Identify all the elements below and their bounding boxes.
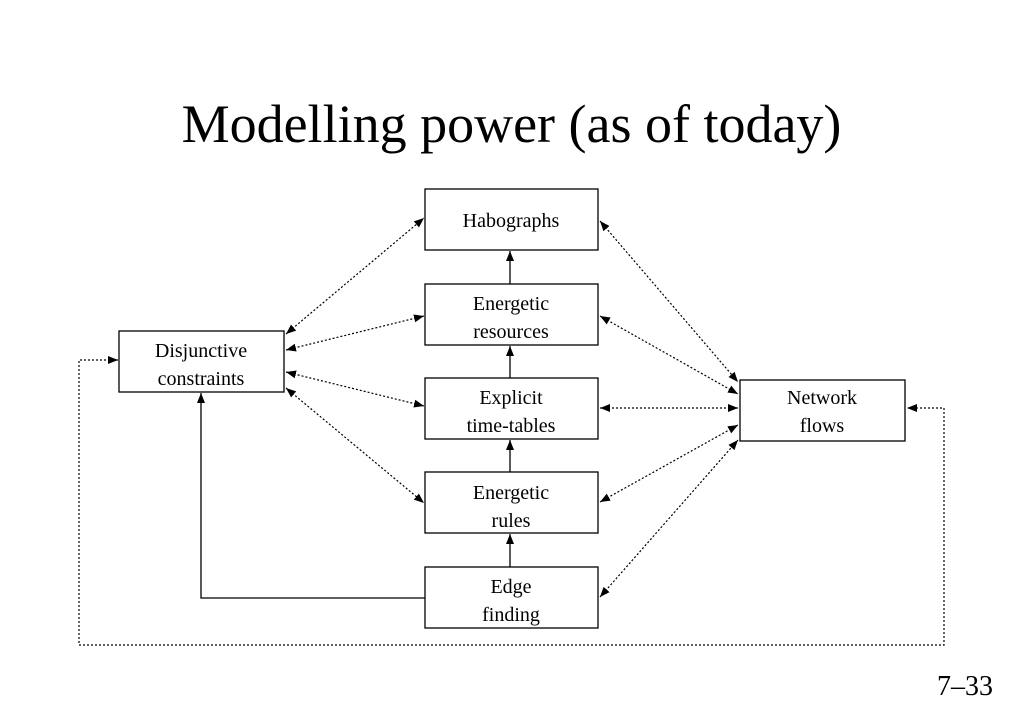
link-energetic-resources-network-flows	[599, 315, 739, 395]
node-edge-finding-label-2: finding	[482, 604, 540, 626]
link-edge-finding-network-flows	[599, 439, 739, 598]
page-number: 7–33	[937, 671, 993, 702]
slide-title: Modelling power (as of today)	[181, 94, 842, 154]
node-energetic-resources: Energetic resources	[424, 283, 599, 346]
node-energetic-rules-label-2: rules	[492, 510, 531, 532]
link-disjunctive-explicit-timetables	[285, 370, 425, 408]
node-disjunctive-constraints: Disjunctive constraints	[118, 330, 285, 393]
node-energetic-resources-label-2: resources	[473, 321, 549, 343]
link-disjunctive-network-flows-loop	[78, 356, 945, 646]
node-network-flows-label-1: Network	[787, 387, 857, 409]
node-explicit-timetables: Explicit time-tables	[424, 377, 599, 440]
link-disjunctive-energetic-resources	[285, 314, 425, 352]
node-habographs: Habographs	[424, 188, 599, 251]
node-explicit-timetables-label-2: time-tables	[467, 415, 556, 437]
node-habographs-label: Habographs	[463, 210, 560, 232]
node-energetic-rules-label-1: Energetic	[473, 482, 549, 504]
link-disjunctive-habographs	[285, 217, 425, 335]
link-habographs-network-flows	[599, 220, 739, 383]
arrow-edge-finding-to-disjunctive-constraints	[197, 393, 425, 599]
node-disjunctive-constraints-label-2: constraints	[158, 368, 245, 390]
node-disjunctive-constraints-label-1: Disjunctive	[155, 340, 247, 362]
node-edge-finding: Edge finding	[424, 566, 599, 629]
node-edge-finding-label-1: Edge	[490, 576, 531, 598]
node-energetic-resources-label-1: Energetic	[473, 293, 549, 315]
node-network-flows-label-2: flows	[800, 415, 845, 437]
node-network-flows: Network flows	[739, 379, 906, 442]
node-explicit-timetables-label-1: Explicit	[479, 387, 543, 409]
node-energetic-rules: Energetic rules	[424, 471, 599, 534]
link-disjunctive-energetic-rules	[285, 387, 425, 504]
